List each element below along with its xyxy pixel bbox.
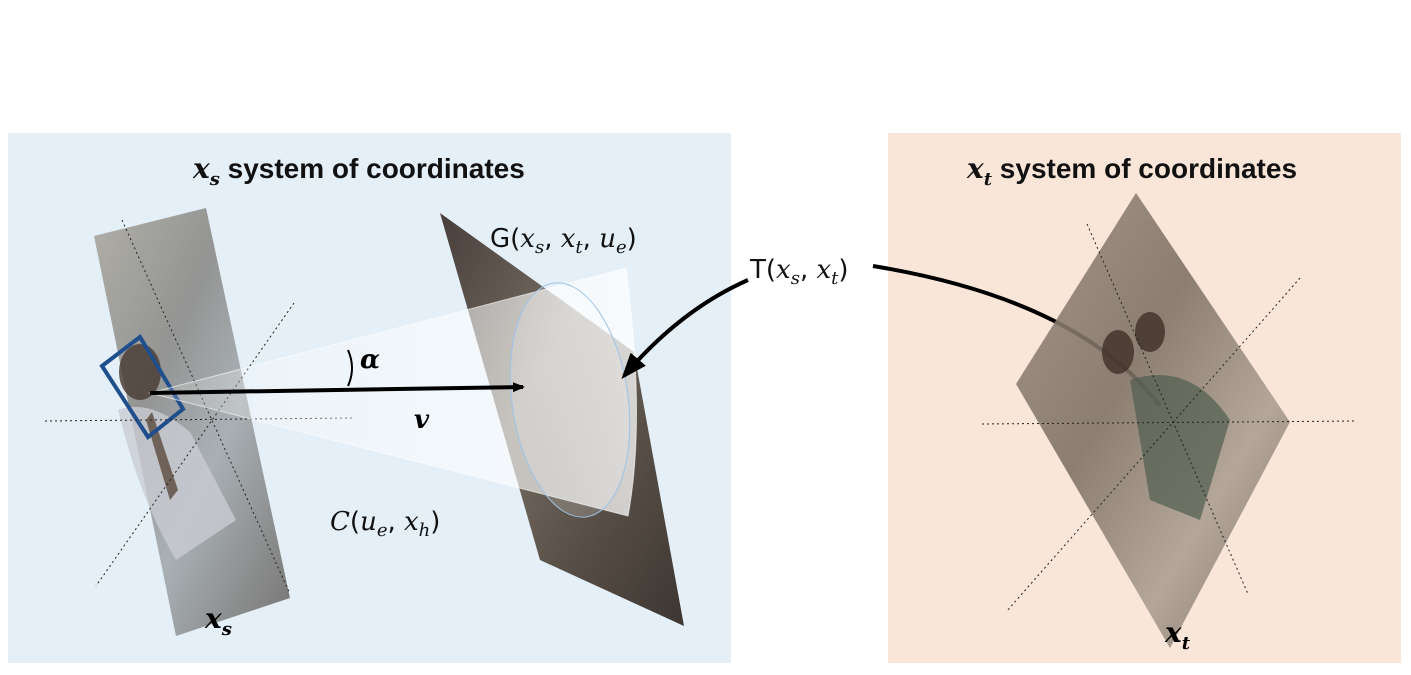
- person-body: [118, 406, 236, 560]
- cone-function-label: C(ue, xh): [330, 507, 440, 541]
- transform-function-label: T(xs, xt): [749, 255, 849, 289]
- face-bounding-box: [99, 334, 186, 440]
- gaze-cone-base: [509, 282, 631, 518]
- source-frame: [94, 208, 290, 636]
- target-frame: [1016, 193, 1290, 648]
- gaze-point-function-label: G(xs, xt, ue): [490, 224, 637, 258]
- alpha-angle-arc: [347, 349, 353, 387]
- transform-arrow: [621, 278, 749, 380]
- source-frame-label: xs: [204, 602, 232, 640]
- gaze-cone: [148, 267, 637, 517]
- right-panel-title: xt system of coordinates: [966, 152, 1297, 190]
- left-panel-title: xs system of coordinates: [192, 152, 525, 190]
- gaze-vector-arrow: [149, 382, 525, 395]
- target-person-body: [1130, 375, 1230, 520]
- alpha-label: α: [360, 345, 380, 375]
- target-frame-axes: [981, 223, 1357, 613]
- target-person-head-2: [1135, 312, 1165, 352]
- target-person-head: [1102, 330, 1134, 374]
- gaze-vector-label: v: [414, 405, 430, 435]
- target-frame-label: xt: [1164, 616, 1191, 654]
- source-frame-image: [94, 208, 290, 636]
